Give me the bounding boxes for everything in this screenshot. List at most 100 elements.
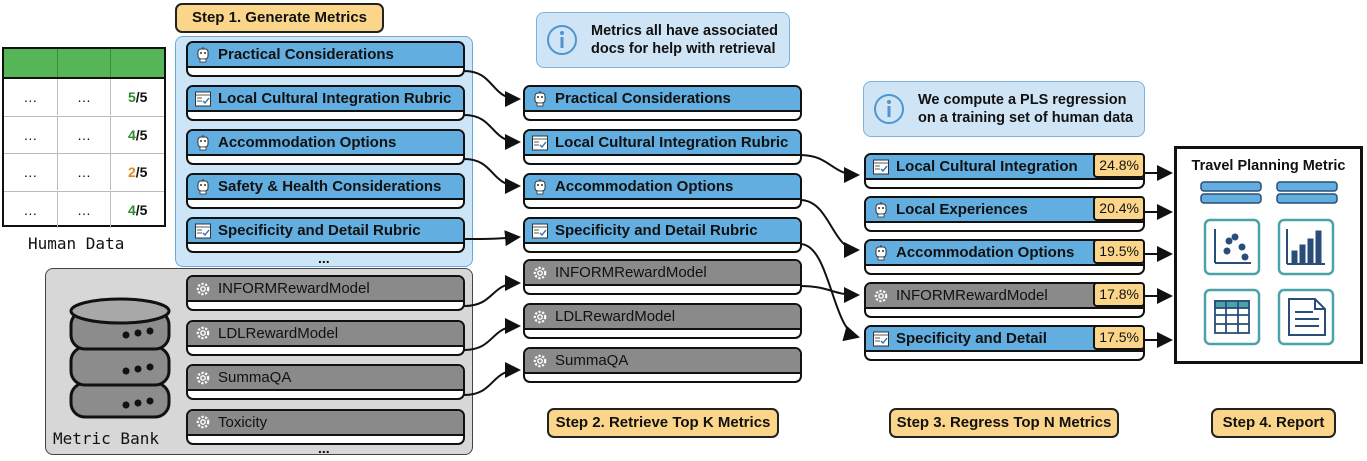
metric-bank-label: Metric Bank <box>53 429 159 448</box>
table-row: ……4/5 <box>4 115 164 154</box>
human-data-label: Human Data <box>28 234 125 253</box>
database-icon <box>69 297 171 419</box>
info-icon <box>874 94 904 124</box>
gear-icon <box>194 413 212 431</box>
gear-icon <box>531 264 549 282</box>
rubric-icon <box>194 222 212 240</box>
card-label: Practical Considerations <box>555 90 731 107</box>
card-header: INFORMRewardModel <box>525 261 800 286</box>
table-cell: … <box>58 79 112 116</box>
score-denominator: /5 <box>135 126 148 143</box>
score-cell: 4/5 <box>111 127 164 143</box>
table-icon <box>1214 300 1250 334</box>
card-header: SummaQA <box>188 366 463 391</box>
card-label: Practical Considerations <box>218 46 394 63</box>
info2-line2: on a training set of human data <box>918 110 1134 126</box>
retrieved-metric-card: Practical Considerations <box>523 85 802 121</box>
card-header: Accommodation Options <box>188 131 463 156</box>
card-header: Specificity and Detail Rubric <box>188 219 463 244</box>
card-label: Local Cultural Integration Rubric <box>218 90 452 107</box>
score-cell: 5/5 <box>111 89 164 105</box>
table-cell: … <box>4 79 58 116</box>
card-label: SummaQA <box>555 352 629 369</box>
bank-ellipsis: ... <box>318 440 330 456</box>
score-denominator: /5 <box>135 89 148 106</box>
card-label: Specificity and Detail <box>896 330 1047 347</box>
table-row: ……2/5 <box>4 153 164 191</box>
document-icon <box>1288 298 1326 336</box>
retrieved-metric-card: Accommodation Options <box>523 173 802 209</box>
gear-icon <box>872 287 890 305</box>
regressed-metric-card: Local Experiences 20.4% <box>864 196 1145 232</box>
table-cell: … <box>58 191 112 228</box>
bank-metric-card: LDLRewardModel <box>186 319 465 356</box>
report-title: Travel Planning Metric <box>1191 158 1346 174</box>
score-value: 4 <box>127 126 136 143</box>
regressed-metric-card: Specificity and Detail 17.5% <box>864 325 1145 361</box>
retrieved-metric-card: Specificity and Detail Rubric <box>523 217 802 253</box>
card-header: Safety & Health Considerations <box>188 175 463 200</box>
weight-badge: 17.8% <box>1093 282 1145 307</box>
score-value: 2 <box>127 164 136 181</box>
rubric-icon <box>194 90 212 108</box>
card-label: Local Experiences <box>896 201 1028 218</box>
card-label: LDLRewardModel <box>555 308 676 325</box>
info2-line1: We compute a PLS regression <box>918 92 1127 108</box>
scatter-plot-icon <box>1214 229 1251 264</box>
weight-badge: 20.4% <box>1093 196 1145 221</box>
card-header: LDLRewardModel <box>525 305 800 330</box>
card-label: Accommodation Options <box>218 134 397 151</box>
gear-icon <box>531 352 549 370</box>
score-value: 5 <box>127 89 136 106</box>
generated-metric-card: Practical Considerations <box>186 41 465 77</box>
generated-metric-card: Specificity and Detail Rubric <box>186 217 465 253</box>
step4-label: Step 4. Report <box>1211 408 1336 438</box>
card-header: Accommodation Options <box>525 175 800 200</box>
card-label: Accommodation Options <box>896 244 1075 261</box>
step3-label: Step 3. Regress Top N Metrics <box>889 408 1119 438</box>
weight-badge: 24.8% <box>1093 153 1145 178</box>
bank-metric-card: INFORMRewardModel <box>186 275 465 311</box>
card-header: Practical Considerations <box>525 87 800 112</box>
score-value: 4 <box>127 201 136 218</box>
table-cell: … <box>58 116 112 153</box>
retrieved-metric-card: SummaQA <box>523 347 802 383</box>
retrieved-metric-card: INFORMRewardModel <box>523 259 802 295</box>
card-label: Safety & Health Considerations <box>218 178 442 195</box>
card-label: Specificity and Detail Rubric <box>218 222 421 239</box>
weight-badge: 17.5% <box>1093 325 1145 350</box>
table-cell: … <box>4 116 58 153</box>
card-label: Accommodation Options <box>555 178 734 195</box>
human-data-header <box>4 49 164 79</box>
card-label: SummaQA <box>218 369 292 386</box>
generated-metric-card: Safety & Health Considerations <box>186 173 465 209</box>
table-strip-icon <box>1200 181 1338 204</box>
card-label: LDLRewardModel <box>218 324 339 342</box>
card-label: Local Cultural Integration Rubric <box>555 134 789 151</box>
card-label: INFORMRewardModel <box>555 264 707 281</box>
score-denominator: /5 <box>135 201 148 218</box>
table-cell: … <box>4 191 58 228</box>
report-panel: Travel Planning Metric <box>1174 146 1363 364</box>
robot-icon <box>194 134 212 152</box>
robot-icon <box>194 178 212 196</box>
card-header: INFORMRewardModel <box>188 277 463 302</box>
gear-icon <box>194 324 212 342</box>
gear-icon <box>194 280 212 298</box>
score-denominator: /5 <box>135 164 148 181</box>
rubric-icon <box>872 158 890 176</box>
score-cell: 4/5 <box>111 202 164 218</box>
report-graphics <box>1200 181 1338 346</box>
robot-icon <box>531 178 549 196</box>
gear-icon <box>194 369 212 387</box>
score-cell: 2/5 <box>111 164 164 180</box>
card-label: Toxicity <box>218 413 268 431</box>
bank-metric-card: SummaQA <box>186 364 465 400</box>
bank-metric-card: Toxicity <box>186 408 465 445</box>
card-header: Specificity and Detail Rubric <box>525 219 800 244</box>
table-cell: … <box>58 154 112 191</box>
info-icon <box>547 25 577 55</box>
